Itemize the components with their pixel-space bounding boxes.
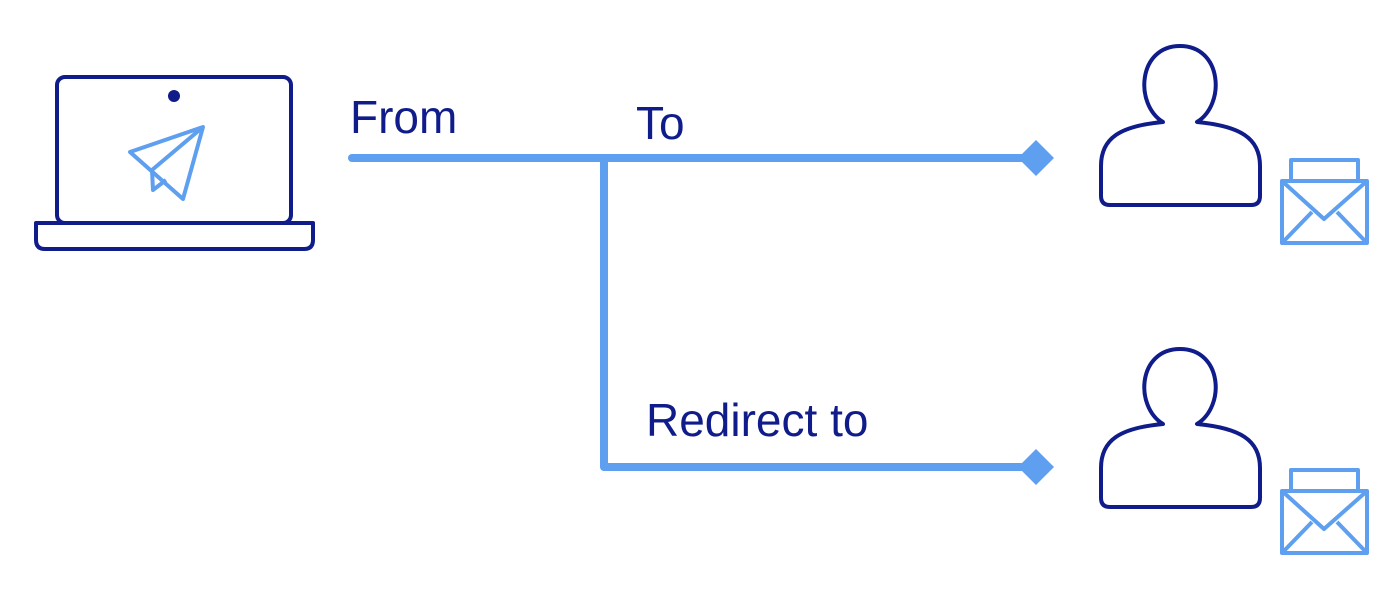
laptop-icon — [34, 75, 315, 251]
user-icon — [1099, 347, 1262, 509]
redirect-arrow-diamond — [1018, 449, 1054, 485]
redirect-line — [600, 154, 1030, 471]
paper-plane-icon — [128, 125, 205, 201]
connector-lines — [348, 154, 1030, 471]
redirect-to-label: Redirect to — [646, 394, 869, 446]
envelope-icon — [1280, 468, 1369, 555]
to-label: To — [636, 97, 685, 149]
from-label: From — [350, 91, 458, 143]
to-arrow-diamond — [1018, 140, 1054, 176]
user-icon — [1099, 44, 1262, 207]
envelope-icon — [1280, 158, 1369, 245]
